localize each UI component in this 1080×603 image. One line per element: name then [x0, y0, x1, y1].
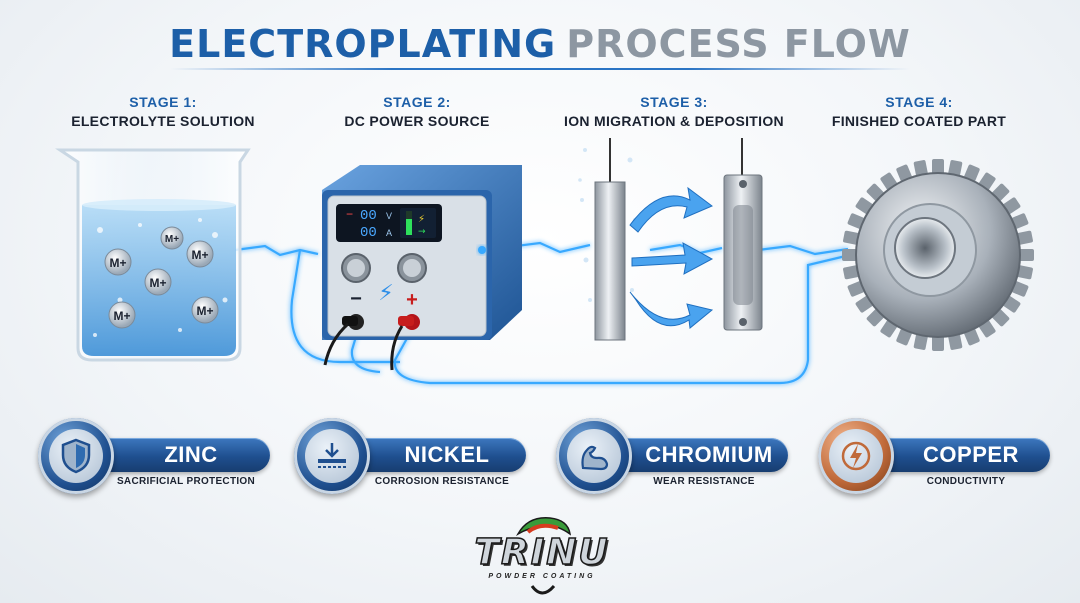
ion: M+	[104, 248, 132, 276]
lightning-icon: ⚡	[418, 214, 425, 225]
badge-chromium: CHROMIUM WEAR RESISTANCE	[556, 418, 796, 508]
arrow-icon	[631, 242, 714, 275]
metal-ions: M+ M+ M+ M+ M+ M+	[104, 226, 219, 329]
stage-number: STAGE 4:	[885, 94, 953, 110]
voltage-knob[interactable]	[341, 253, 371, 283]
badge-metal-label: CHROMIUM	[608, 438, 788, 472]
stage-number: STAGE 2:	[383, 94, 451, 110]
ion: M+	[191, 296, 219, 324]
negative-terminal-label: −	[350, 288, 362, 310]
svg-text:M+: M+	[191, 248, 208, 262]
layer-deposit-icon	[305, 429, 359, 483]
badge-metal-label: NICKEL	[346, 438, 526, 472]
negative-terminal[interactable]	[342, 314, 364, 330]
arrow-icon	[629, 291, 714, 329]
stage-name: ELECTROLYTE SOLUTION	[71, 113, 255, 129]
ion: M+	[160, 226, 184, 250]
svg-text:M+: M+	[109, 256, 126, 270]
stage-name: DC POWER SOURCE	[344, 113, 490, 129]
bubbles	[93, 218, 228, 337]
logo-emblem	[515, 517, 571, 595]
title-underline	[170, 68, 910, 70]
svg-text:M+: M+	[113, 309, 130, 323]
badge-property-label: WEAR RESISTANCE	[653, 476, 755, 487]
stage-4-heading: STAGE 4: FINISHED COATED PART	[789, 94, 1049, 129]
ion-flow-arrows	[629, 186, 714, 329]
badge-property-label: SACRIFICIAL PROTECTION	[116, 476, 256, 487]
cathode-workpiece	[723, 138, 763, 331]
level-bar	[406, 219, 412, 235]
stage-2-heading: STAGE 2: DC POWER SOURCE	[287, 94, 547, 129]
positive-terminal-label: +	[406, 289, 418, 311]
badge-metal-label: COPPER	[870, 438, 1050, 472]
voltage-unit: V	[386, 211, 392, 221]
current-readout: 00	[360, 225, 377, 241]
coated-gear	[842, 159, 1034, 351]
anode-electrode	[578, 138, 637, 341]
badge-zinc: ZINC SACRIFICIAL PROTECTION	[38, 418, 278, 508]
title-part-2: PROCESS FLOW	[566, 22, 911, 66]
arrow-icon: →	[418, 227, 426, 237]
flexed-arm-icon	[567, 429, 621, 483]
negative-sign-top: −	[346, 208, 353, 222]
svg-text:M+: M+	[196, 304, 213, 318]
stage-1-heading: STAGE 1: ELECTROLYTE SOLUTION	[33, 94, 293, 129]
process-diagram: M+ M+ M+ M+ M+ M+ − 00 V 00 A ⚡ → ⚡ − +	[55, 138, 1034, 385]
positive-terminal[interactable]	[398, 314, 420, 330]
current-knob[interactable]	[397, 253, 427, 283]
svg-text:M+: M+	[165, 234, 179, 245]
badge-property-label: CORROSION RESISTANCE	[374, 476, 510, 487]
badge-copper: COPPER CONDUCTIVITY	[818, 418, 1058, 508]
lightning-icon	[829, 429, 883, 483]
voltage-readout: 00	[360, 208, 377, 224]
badge-property-label: CONDUCTIVITY	[926, 476, 1006, 487]
stage-number: STAGE 1:	[129, 94, 197, 110]
stage-name: FINISHED COATED PART	[831, 113, 1007, 129]
beaker	[55, 148, 251, 362]
stage-name: ION MIGRATION & DEPOSITION	[564, 113, 784, 129]
current-unit: A	[386, 228, 392, 238]
logo-wordmark: TRINU	[474, 531, 610, 574]
stage-3-heading: STAGE 3: ION MIGRATION & DEPOSITION	[544, 94, 804, 129]
title-part-1: ELECTROPLATING	[169, 22, 557, 66]
arrow-icon	[629, 186, 713, 233]
badge-metal-label: ZINC	[90, 438, 270, 472]
badge-nickel: NICKEL CORROSION RESISTANCE	[294, 418, 534, 508]
trinu-logo: TRINU POWDER COATING	[458, 512, 624, 600]
shield-icon	[49, 429, 103, 483]
ion: M+	[186, 240, 214, 268]
ion: M+	[108, 301, 136, 329]
stage-number: STAGE 3:	[640, 94, 708, 110]
dc-power-supply: − 00 V 00 A ⚡ → ⚡ − +	[322, 165, 522, 371]
logo-tagline: POWDER COATING	[488, 573, 596, 580]
lightning-icon: ⚡	[378, 281, 393, 306]
svg-text:M+: M+	[149, 276, 166, 290]
ion: M+	[144, 268, 172, 296]
